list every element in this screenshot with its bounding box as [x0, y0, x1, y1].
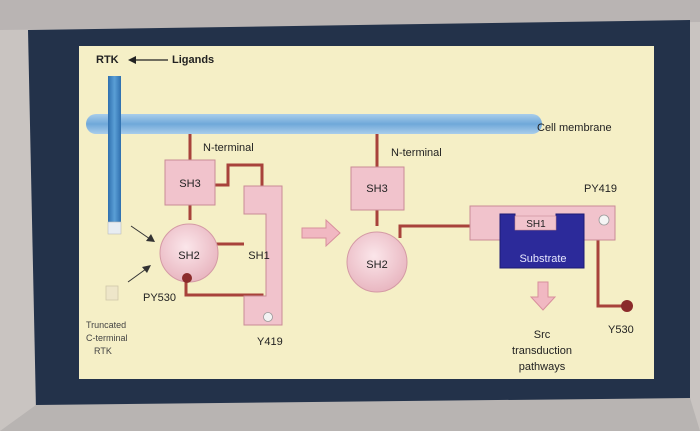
active-src-linkers — [375, 134, 624, 308]
ligands-label: Ligands — [172, 54, 214, 66]
sh3-domain-active — [350, 166, 405, 211]
src-pathway-line2: transduction — [512, 345, 572, 357]
activation-arrow — [301, 218, 341, 248]
y419-label: Y419 — [257, 336, 283, 348]
sh2-domain-active — [346, 231, 408, 293]
truncated-label-line3: RTK — [94, 346, 112, 356]
sh3-label-active: SH3 — [366, 183, 387, 195]
pointer-arrow — [127, 265, 151, 283]
rtk-label: RTK — [96, 54, 119, 66]
sh1-active-pocket — [514, 215, 557, 231]
rtk-receptor — [108, 76, 121, 228]
ligand-arrow — [128, 56, 168, 64]
cell-membrane-label: Cell membrane — [537, 122, 612, 134]
truncated-rtk-stub — [105, 285, 119, 301]
pointer-arrow — [130, 225, 155, 242]
sh1-label-active: SH1 — [526, 219, 546, 230]
bottom-bezel — [0, 398, 700, 431]
sh1-label: SH1 — [248, 250, 269, 262]
cell-membrane — [86, 114, 542, 134]
y419-site — [263, 312, 273, 322]
py530-label: PY530 — [143, 292, 176, 304]
truncated-label-line2: C-terminal — [86, 333, 128, 343]
py419-label: PY419 — [584, 183, 617, 195]
rtk-receptor-tail — [107, 221, 122, 235]
truncated-label-line1: Truncated — [86, 320, 126, 330]
sh1-kinase-domain — [243, 185, 283, 326]
py419-site — [598, 214, 610, 226]
py530-phosphosite — [182, 273, 192, 283]
sh3-label: SH3 — [179, 178, 200, 190]
src-pathway-line3: pathways — [519, 361, 566, 373]
substrate-label: Substrate — [519, 253, 566, 265]
n-terminal-label-active: N-terminal — [391, 147, 442, 159]
sh3-domain — [164, 159, 216, 206]
y530-site — [621, 300, 633, 312]
sh2-label: SH2 — [178, 250, 199, 262]
y530-label: Y530 — [608, 324, 634, 336]
src-pathway-line1: Src — [534, 329, 551, 341]
downstream-arrow — [529, 281, 557, 311]
sh2-label-active: SH2 — [366, 259, 387, 271]
n-terminal-label: N-terminal — [203, 142, 254, 154]
